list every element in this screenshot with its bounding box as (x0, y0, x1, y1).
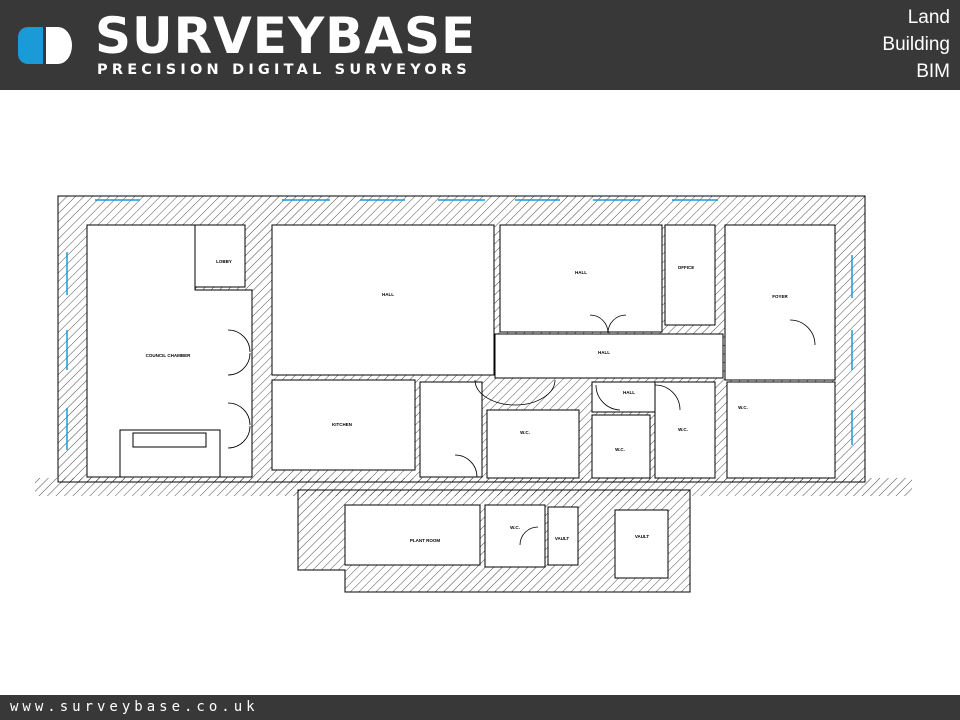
floor-plan-drawing: COUNCIL CHAMBER LOBBY HALL HALL OFFICE F… (35, 195, 912, 593)
room-wc-2: W.C. (615, 447, 625, 452)
room-lobby: LOBBY (216, 259, 232, 264)
service-land: Land (907, 7, 950, 28)
room-hall-small: HALL (623, 390, 635, 395)
room-vault-1: VAULT (555, 536, 570, 541)
room-hall-main: HALL (382, 292, 394, 297)
room-hall-east: HALL (575, 270, 587, 275)
windows (66, 199, 853, 450)
footer: www.surveybase.co.uk (0, 695, 960, 720)
room-wc-1: W.C. (520, 430, 530, 435)
rooms (86, 224, 836, 579)
room-wc-4: W.C. (738, 405, 748, 410)
services-list: Land Building BIM (882, 4, 950, 85)
header: SURVEYBASE PRECISION DIGITAL SURVEYORS L… (0, 0, 960, 90)
service-building: Building (882, 34, 950, 55)
surveybase-logo-icon (18, 27, 72, 64)
room-plant-room: PLANT ROOM (410, 538, 440, 543)
room-kitchen: KITCHEN (332, 422, 352, 427)
room-council-chamber: COUNCIL CHAMBER (146, 353, 191, 358)
brand-tagline: PRECISION DIGITAL SURVEYORS (97, 62, 471, 78)
brand-name: SURVEYBASE (95, 7, 477, 65)
room-foyer: FOYER (772, 294, 788, 299)
room-labels: COUNCIL CHAMBER LOBBY HALL HALL OFFICE F… (146, 259, 789, 543)
doors (227, 314, 816, 546)
room-wc-basement: W.C. (510, 525, 520, 530)
room-office: OFFICE (678, 265, 695, 270)
room-hall-corridor: HALL (598, 350, 610, 355)
service-bim: BIM (916, 61, 950, 82)
room-vault-2: VAULT (635, 534, 650, 539)
website-url: www.surveybase.co.uk (10, 699, 259, 715)
room-wc-3: W.C. (678, 427, 688, 432)
